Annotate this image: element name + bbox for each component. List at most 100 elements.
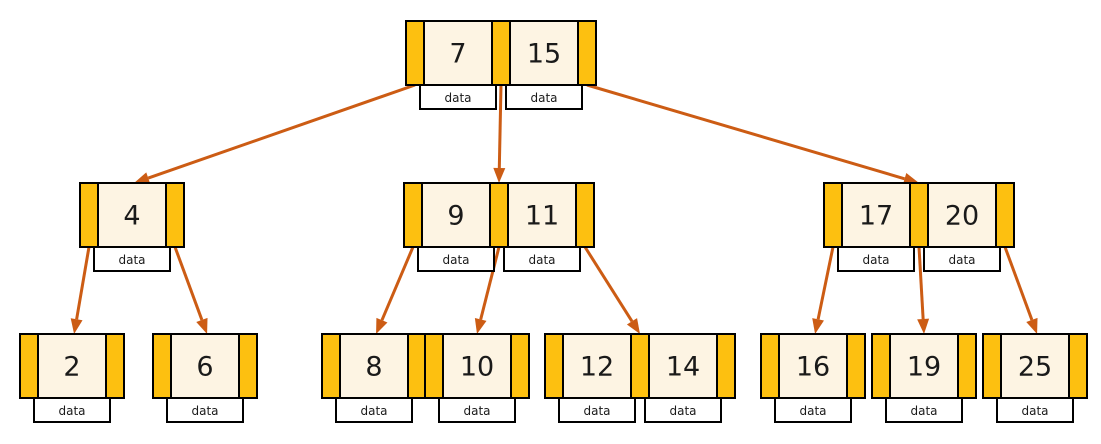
btree-edge: [586, 83, 906, 181]
node-pointer-bar[interactable]: [544, 333, 564, 399]
btree-edge: [380, 246, 415, 321]
node-key-label: 16: [796, 352, 830, 383]
node-pointer-bar[interactable]: [982, 333, 1002, 399]
node-data-label: data: [360, 404, 387, 418]
node-data-label: data: [528, 253, 555, 267]
node-key-cell[interactable]: [97, 182, 167, 248]
btree-edge-arrowhead: [376, 317, 388, 334]
node-key-label: 6: [196, 352, 213, 383]
node-key-cell[interactable]: [889, 333, 959, 399]
node-data-box: [996, 397, 1074, 423]
node-data-label: data: [530, 91, 557, 105]
node-pointer-bar[interactable]: [405, 20, 425, 86]
node-pointer-bar[interactable]: [823, 182, 843, 248]
node-data-label: data: [58, 404, 85, 418]
node-key-label: 11: [525, 201, 559, 232]
node-pointer-bar[interactable]: [575, 182, 595, 248]
node-pointer-bar[interactable]: [716, 333, 736, 399]
node-key-label: 14: [666, 352, 700, 383]
node-pointer-bar[interactable]: [871, 333, 891, 399]
btree-edge: [479, 246, 501, 320]
node-pointer-bar[interactable]: [577, 20, 597, 86]
node-pointer-bar[interactable]: [165, 182, 185, 248]
node-key-label: 15: [527, 39, 561, 70]
node-pointer-bar[interactable]: [424, 333, 444, 399]
btree-edge: [75, 246, 91, 320]
node-data-box: [558, 397, 636, 423]
node-pointer-bar[interactable]: [238, 333, 258, 399]
node-pointer-bar[interactable]: [630, 333, 650, 399]
node-pointer-bar[interactable]: [510, 333, 530, 399]
node-data-label: data: [442, 253, 469, 267]
node-data-box: [93, 246, 171, 272]
node-pointer-bar[interactable]: [846, 333, 866, 399]
btree-edge-arrowhead: [474, 317, 487, 334]
node-data-box: [644, 397, 722, 423]
node-key-label: 9: [447, 201, 464, 232]
node-pointer-bar[interactable]: [489, 182, 509, 248]
node-key-label: 19: [907, 352, 941, 383]
btree-node[interactable]: data data 9 11: [403, 182, 595, 272]
node-pointer-bar[interactable]: [403, 182, 423, 248]
node-key-cell[interactable]: [1000, 333, 1070, 399]
node-key-cell[interactable]: [562, 333, 632, 399]
node-pointer-bar[interactable]: [491, 20, 511, 86]
node-data-box: [166, 397, 244, 423]
node-pointer-bar[interactable]: [1068, 333, 1088, 399]
node-key-cell[interactable]: [339, 333, 409, 399]
node-data-label: data: [118, 253, 145, 267]
btree-node[interactable]: data 8: [321, 333, 427, 423]
btree-edge: [1003, 246, 1034, 321]
btree-node[interactable]: data 16: [760, 333, 866, 423]
node-pointer-bar[interactable]: [760, 333, 780, 399]
node-key-label: 8: [365, 352, 382, 383]
btree-edge-arrowhead: [812, 318, 824, 334]
node-data-label: data: [583, 404, 610, 418]
node-data-label: data: [191, 404, 218, 418]
node-pointer-bar[interactable]: [957, 333, 977, 399]
node-pointer-bar[interactable]: [105, 333, 125, 399]
node-data-label: data: [799, 404, 826, 418]
btree-edge-arrowhead: [902, 172, 919, 185]
edge-layer: [70, 83, 1038, 334]
node-pointer-bar[interactable]: [407, 333, 427, 399]
node-pointer-bar[interactable]: [995, 182, 1015, 248]
node-data-box: [417, 246, 495, 272]
node-key-cell[interactable]: [841, 182, 911, 248]
node-key-cell[interactable]: [648, 333, 718, 399]
node-pointer-bar[interactable]: [321, 333, 341, 399]
btree-node[interactable]: data 6: [152, 333, 258, 423]
btree-edge-arrowhead: [493, 167, 506, 183]
node-key-cell[interactable]: [778, 333, 848, 399]
node-pointer-bar[interactable]: [909, 182, 929, 248]
node-data-label: data: [444, 91, 471, 105]
node-data-box: [885, 397, 963, 423]
node-key-label: 10: [460, 352, 494, 383]
btree-edge-arrowhead: [70, 318, 83, 334]
node-data-label: data: [1021, 404, 1048, 418]
btree-edge: [816, 246, 835, 320]
node-data-box: [503, 246, 581, 272]
node-key-cell[interactable]: [37, 333, 107, 399]
btree-edge-arrowhead: [196, 317, 208, 334]
node-pointer-bar[interactable]: [152, 333, 172, 399]
node-key-cell[interactable]: [423, 20, 493, 86]
node-pointer-bar[interactable]: [79, 182, 99, 248]
node-pointer-bar[interactable]: [19, 333, 39, 399]
node-key-cell[interactable]: [170, 333, 240, 399]
node-key-cell[interactable]: [927, 182, 997, 248]
btree-edge-arrowhead: [626, 318, 640, 334]
btree-edge: [917, 246, 925, 320]
node-key-cell[interactable]: [421, 182, 491, 248]
node-key-label: 17: [859, 201, 893, 232]
